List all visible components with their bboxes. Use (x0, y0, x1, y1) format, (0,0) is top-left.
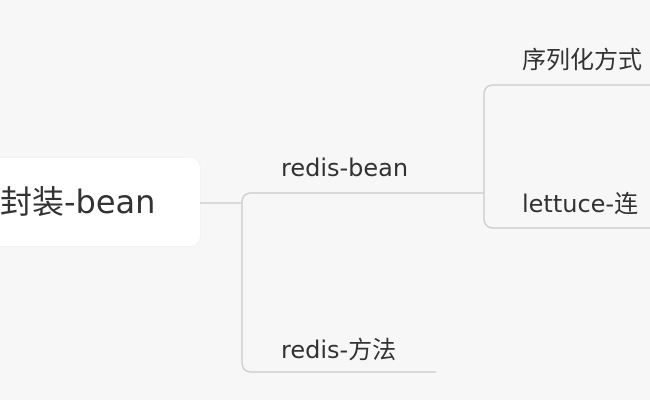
topic-redis-method[interactable]: redis-方法 (281, 336, 397, 364)
root-topic-node[interactable]: 封装-bean (0, 158, 200, 246)
topic-redis-bean[interactable]: redis-bean (281, 154, 409, 182)
root-topic-label: 封装-bean (0, 183, 156, 221)
subtopic-lettuce[interactable]: lettuce-连 (522, 190, 639, 218)
subtopic-serialization[interactable]: 序列化方式 (522, 46, 642, 74)
connector-branch-spine (241, 192, 253, 373)
connector-subbranch-spine (483, 84, 495, 229)
